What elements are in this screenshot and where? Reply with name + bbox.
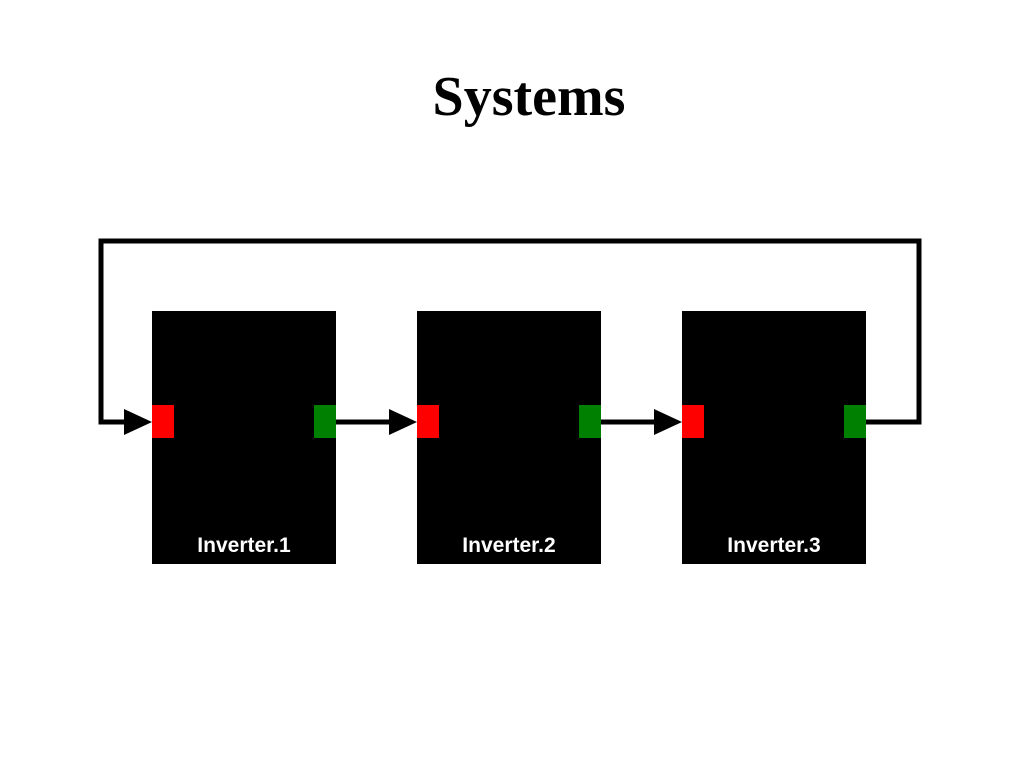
output-port-2[interactable] bbox=[579, 405, 601, 438]
inverter-label-3: Inverter.3 bbox=[727, 534, 820, 557]
inverter-label-1: Inverter.1 bbox=[197, 534, 291, 557]
inverter-block-3[interactable] bbox=[682, 311, 866, 564]
connection-feedback-wire bbox=[98, 238, 922, 425]
output-port-3[interactable] bbox=[844, 405, 866, 438]
arrow-head-into-inverter-3 bbox=[654, 409, 682, 435]
inverter-label-2: Inverter.2 bbox=[462, 534, 555, 557]
input-port-3[interactable] bbox=[682, 405, 704, 438]
page-title: Systems bbox=[432, 66, 626, 128]
arrow-head-into-inverter-2 bbox=[389, 409, 417, 435]
output-port-1[interactable] bbox=[314, 405, 336, 438]
arrow-head-into-inverter-1 bbox=[124, 409, 152, 435]
input-port-1[interactable] bbox=[152, 405, 174, 438]
inverter-block-1[interactable] bbox=[152, 311, 336, 564]
inverter-block-2[interactable] bbox=[417, 311, 601, 564]
input-port-2[interactable] bbox=[417, 405, 439, 438]
